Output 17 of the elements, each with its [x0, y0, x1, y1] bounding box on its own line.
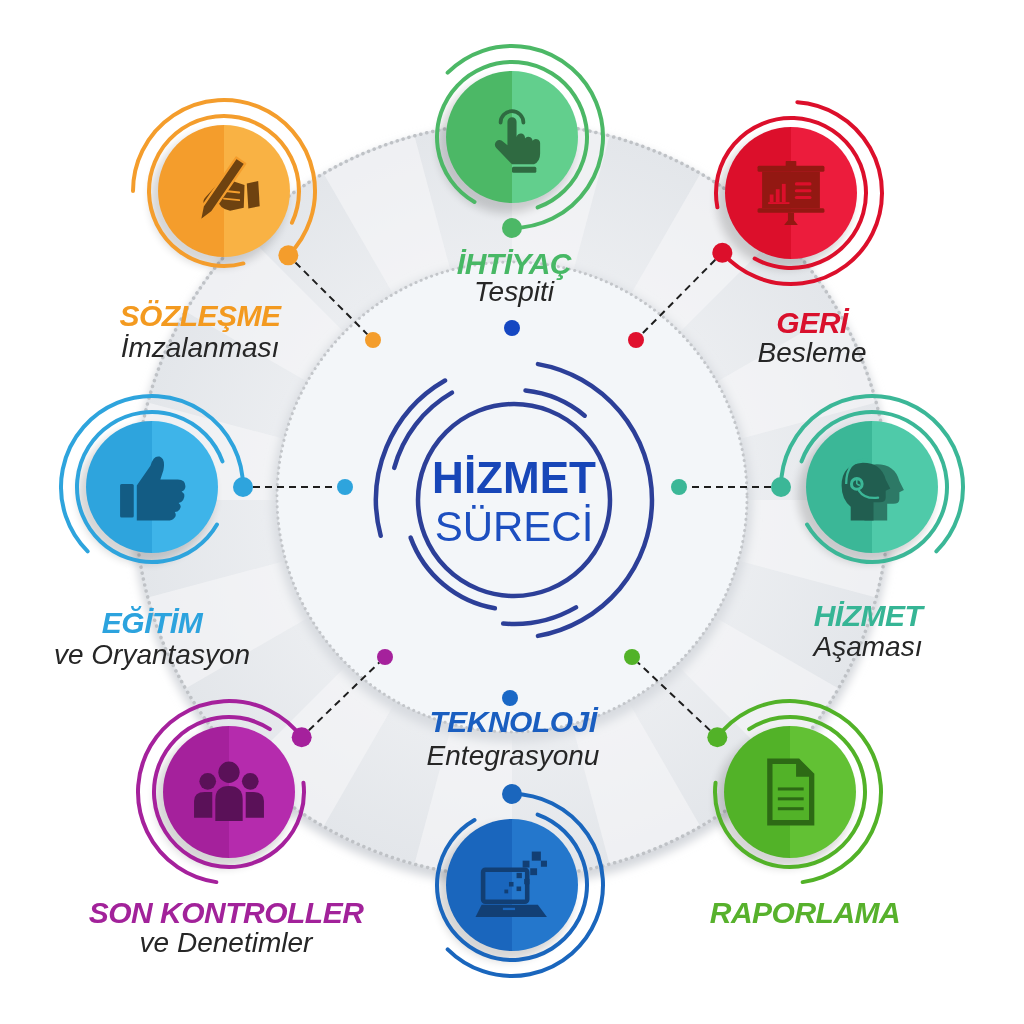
- step-subtitle: Aşaması: [813, 632, 923, 662]
- step-title: GERİ: [776, 307, 848, 339]
- step-title: İHTİYAÇ: [456, 248, 572, 280]
- step-title: EĞİTİM: [101, 607, 203, 639]
- step-title: RAPORLAMA: [709, 897, 901, 929]
- step-subtitle: ve Oryantasyon: [53, 640, 251, 670]
- step-title: SON KONTROLLER: [88, 897, 364, 929]
- step-title: HİZMET: [813, 600, 923, 632]
- step-title: TEKNOLOJİ: [429, 706, 597, 738]
- step-subtitle: ve Denetimler: [139, 928, 313, 958]
- step-subtitle: Entegrasyonu: [426, 741, 600, 771]
- step-subtitle: Besleme: [757, 338, 867, 368]
- step-subtitle: İmzalanması: [120, 333, 280, 363]
- step-title: SÖZLEŞME: [119, 300, 281, 332]
- step-subtitle: Tespiti: [474, 277, 554, 307]
- hub-subtitle: SÜRECİ: [434, 505, 594, 549]
- hub-title: HİZMET: [432, 455, 596, 501]
